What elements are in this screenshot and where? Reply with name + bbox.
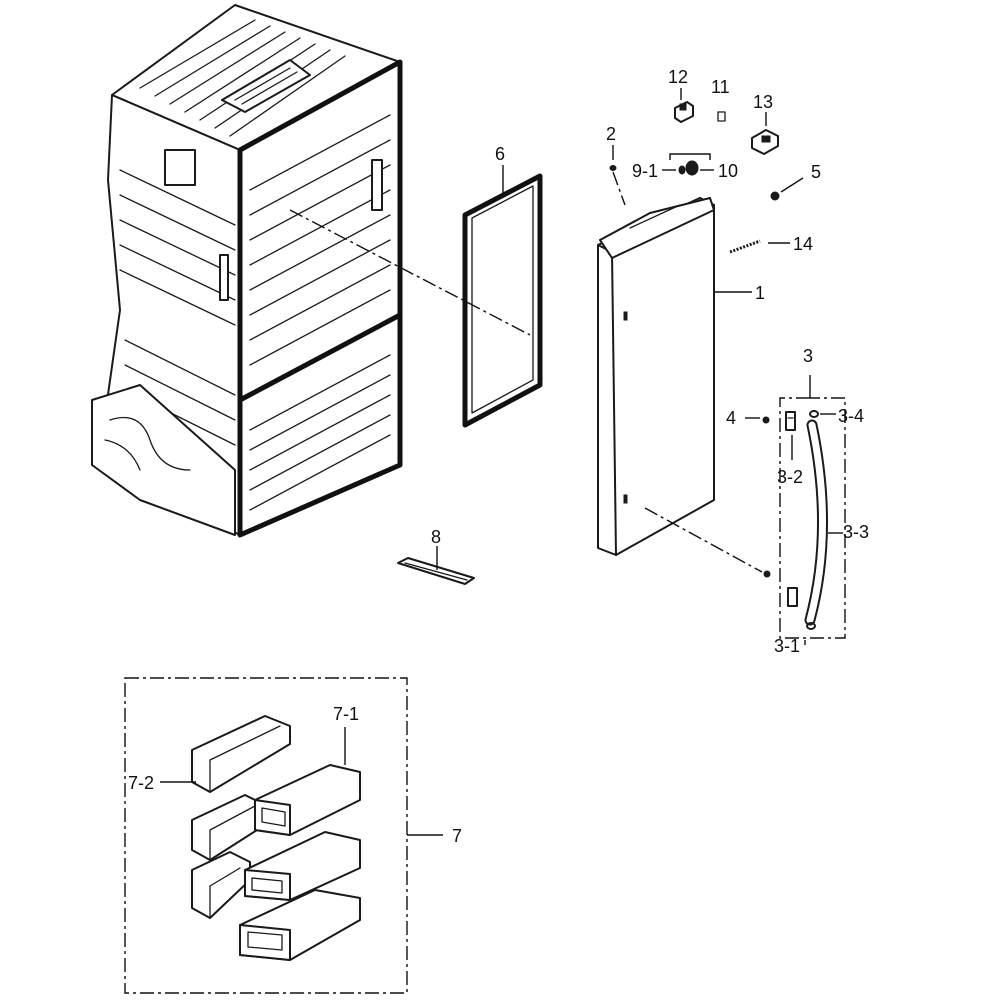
callout-7: 7	[452, 826, 462, 846]
callout-7-1: 7-1	[333, 704, 359, 724]
callout-7-2: 7-2	[128, 773, 154, 793]
callout-13: 13	[753, 92, 773, 112]
callout-3: 3	[803, 346, 813, 366]
door-guard-large	[239, 764, 361, 961]
callout-12: 12	[668, 67, 688, 87]
handle-cap	[809, 410, 819, 418]
refrigerator-cabinet	[91, 4, 403, 538]
hinge-bushing-assembly	[669, 153, 711, 176]
handle-bar	[804, 419, 829, 626]
callout-3-2: 3-2	[777, 467, 803, 487]
handle-assembly-bracket	[779, 397, 846, 639]
door-guard-set-box	[124, 677, 408, 994]
handle-bracket-lower	[763, 570, 816, 630]
door-gasket	[462, 173, 543, 428]
washer	[717, 111, 726, 122]
hinge-top	[674, 101, 694, 123]
callout-1: 1	[755, 283, 765, 303]
hinge-cover	[751, 129, 779, 155]
callout-8: 8	[431, 527, 441, 547]
spring	[729, 239, 761, 254]
handle-screw	[762, 416, 770, 424]
callout-4: 4	[726, 408, 736, 428]
callout-2: 2	[606, 124, 616, 144]
cover-strip	[397, 557, 475, 585]
callout-3-3: 3-3	[843, 522, 869, 542]
callout-9-1: 9-1	[632, 161, 658, 181]
callout-10: 10	[718, 161, 738, 181]
refrigerator-door	[597, 197, 715, 556]
door-plug	[770, 191, 780, 201]
callout-14: 14	[793, 234, 813, 254]
callout-3-1: 3-1	[774, 636, 800, 656]
callout-11: 11	[711, 77, 730, 97]
callout-6: 6	[495, 144, 505, 164]
callout-5: 5	[811, 162, 821, 182]
handle-bracket-upper	[785, 411, 796, 431]
door-guard-small	[191, 715, 291, 919]
callout-3-4: 3-4	[838, 406, 864, 426]
door-cap-screw	[609, 165, 626, 206]
